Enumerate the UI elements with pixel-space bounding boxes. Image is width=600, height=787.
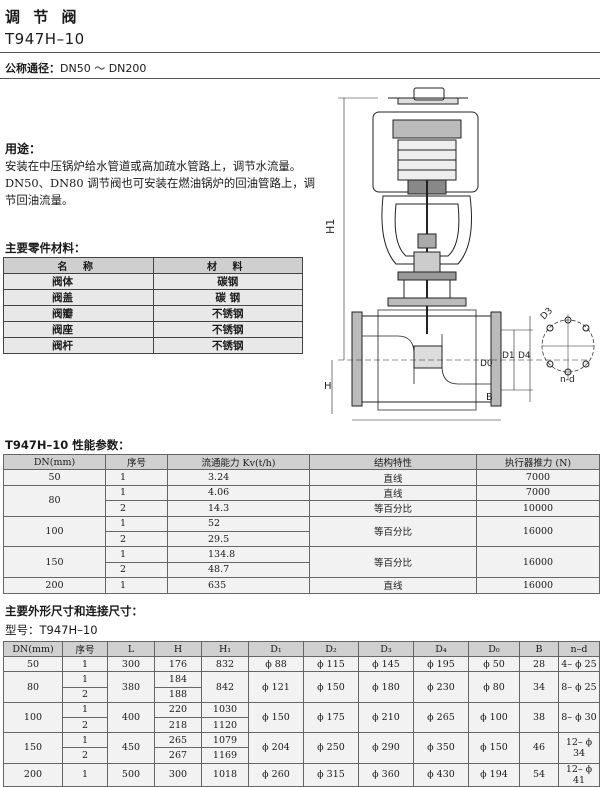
materials-table: 名 称 材 料 阀体碳钢 阀盖碳 钢 阀瓣不锈钢 阀座不锈钢 阀杆不锈钢 [3,257,303,354]
yoke [381,195,472,265]
usage-heading: 用途： [5,142,42,156]
col-header: n–d [558,640,600,658]
d3-label: D3 [539,306,555,322]
col-header: D₄ [413,640,469,658]
col-header: 名 称 [3,257,154,274]
table-row: 150 1 450 265 1079 ϕ 204 ϕ 250 ϕ 290 ϕ 3… [3,732,600,764]
valve-drawing: H1 H D1 D0 D4 B D3 n-d [324,87,595,421]
table-row: 2 218 1120 [4,716,600,734]
col-header: D₁ [248,640,304,658]
table-row: 阀体碳钢 [3,273,303,290]
performance-table: DN(mm) 序号 流通能力 Kv(t/h) 结构特性 执行器推力 (N) 50… [3,453,600,594]
d1-label: D1 [502,351,515,361]
usage-text: 安装在中压锅炉给水管道或高加疏水管路上，调节水流量。DN50、DN80 调节阀也… [5,159,316,207]
table-row: 200 1 500 300 1018 ϕ 260 ϕ 315 ϕ 360 ϕ 4… [3,762,600,787]
col-header: D₃ [358,640,414,658]
h-label: H [324,381,332,392]
table-row: 80 1 4.06 直线 7000 [3,484,600,517]
divider [0,78,600,79]
col-header: 结构特性 [309,453,477,471]
table-row: 80 1 380 184 842 ϕ 121 ϕ 150 ϕ 180 ϕ 230… [3,671,600,703]
table-row: 50 1 3.24 直线 7000 [3,469,600,486]
model-number: T947H–10 [5,30,85,48]
col-header: L [107,640,155,658]
dimensions-table: DN(mm) 序号 L H H₁ D₁ D₂ D₃ D₄ D₀ B n–d 50… [3,640,600,787]
table-row: 2 267 1169 [4,747,600,764]
table-row: 200 1 635 直线 16000 [3,577,600,594]
col-header: 流通能力 Kv(t/h) [167,453,310,471]
h1-label: H1 [324,219,337,234]
col-header: 序号 [105,453,168,471]
gear-box [392,119,462,139]
left-flange [351,311,363,407]
table-row: 阀盖碳 钢 [3,289,303,306]
materials-heading: 主要零件材料： [5,241,86,255]
col-header: H [154,640,202,658]
nominal-diameter: 公称通径：DN50 ～ DN200 [5,62,147,75]
table-row: 2 14.3 等百分比 10000 [4,500,600,517]
table-row: 2 29.5 [4,530,600,548]
table-row: 阀杆不锈钢 [3,337,303,354]
col-header: D₀ [468,640,520,658]
table-row: 阀座不锈钢 [3,321,303,338]
table-row: 50 1 300 176 832 ϕ 88 ϕ 115 ϕ 145 ϕ 195 … [3,656,600,673]
table-row: 2 48.7 [4,561,600,579]
d0-label: D0 [480,359,493,369]
valve-disc [413,345,443,369]
table-row: 150 1 134.8 等百分比 16000 [3,546,600,579]
right-flange [490,311,502,407]
col-header: 序号 [62,640,108,658]
page-title: 调 节 阀 [5,8,81,26]
col-header: DN(mm) [3,640,63,658]
divider [0,52,600,53]
col-header: B [519,640,559,658]
col-header: 执行器推力 (N) [476,453,600,471]
handwheel [397,97,459,105]
col-header: D₂ [303,640,359,658]
d4-label: D4 [518,351,531,361]
b-label: B [486,392,493,403]
nd-label: n-d [560,375,575,385]
col-header: 材 料 [152,257,303,274]
col-header: DN(mm) [3,453,106,471]
table-row: 100 1 52 等百分比 16000 [3,515,600,548]
col-header: H₁ [201,640,249,658]
table-row: 阀瓣不锈钢 [3,305,303,322]
table-row: 100 1 400 220 1030 ϕ 150 ϕ 175 ϕ 210 ϕ 2… [3,701,600,734]
performance-heading: T947H–10 性能参数： [5,438,130,452]
handwheel-hub [413,87,445,101]
dimensions-heading: 主要外形尺寸和连接尺寸： [5,604,143,618]
dimensions-model: 型号：T947H–10 [5,623,98,637]
